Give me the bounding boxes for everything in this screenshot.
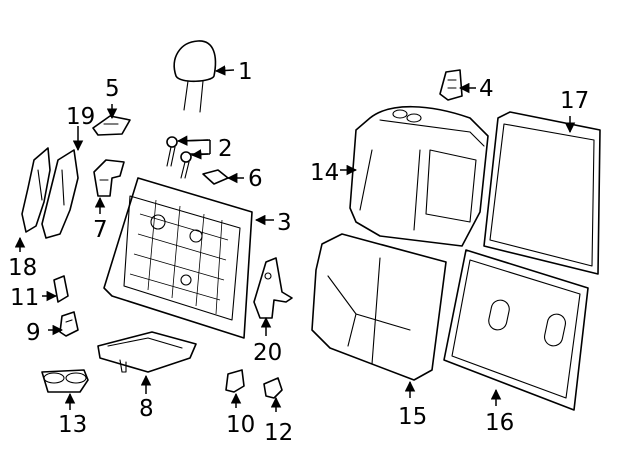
leader-1: [214, 65, 235, 76]
seat-cushion-part: [311, 233, 447, 381]
callout-13: 13: [58, 412, 87, 438]
callout-18: 18: [8, 255, 37, 281]
callout-11: 11: [10, 285, 39, 311]
callout-1: 1: [238, 59, 253, 85]
cupholder-part: [41, 369, 89, 393]
small-bracket-part: [53, 275, 69, 303]
bolt-part: [166, 136, 192, 179]
callout-12: 12: [264, 420, 293, 446]
callout-4: 4: [479, 76, 494, 102]
callout-17: 17: [560, 88, 589, 114]
side-trim-panel-part: [21, 147, 79, 239]
leader-2a: [176, 135, 209, 146]
callout-6: 6: [248, 166, 263, 192]
callout-9: 9: [26, 320, 41, 346]
clip-small-part: [225, 369, 245, 393]
callout-16: 16: [485, 410, 514, 436]
callout-10: 10: [226, 412, 255, 438]
callout-15: 15: [398, 404, 427, 430]
leader-lines: [14, 65, 576, 412]
seatback-frame-part: [103, 177, 253, 339]
callout-19: 19: [66, 104, 95, 130]
callout-7: 7: [93, 217, 108, 243]
hinge-bracket-part: [253, 257, 293, 319]
release-button-part: [439, 69, 463, 101]
callout-3: 3: [277, 210, 292, 236]
callout-5: 5: [105, 76, 120, 102]
callout-8: 8: [139, 396, 154, 422]
back-panel-part: [443, 249, 589, 411]
armrest-part: [97, 331, 197, 373]
bracket-part: [93, 159, 125, 197]
clip-bracket-part: [59, 311, 79, 337]
headrest-part: [173, 40, 217, 113]
leader-2b: [190, 149, 209, 160]
callout-labels: 1 2 3 4 5 6 7 8 9 10 11 12 13 14 15 16 1…: [8, 59, 589, 446]
callout-20: 20: [253, 340, 282, 366]
seatback-cushion-part: [349, 105, 489, 247]
callout-2: 2: [218, 136, 233, 162]
seatback-panel-part: [483, 111, 601, 275]
callout-14: 14: [310, 160, 339, 186]
clip-part: [202, 169, 229, 185]
latch-cover-part: [92, 115, 131, 136]
clip-bent-part: [263, 377, 283, 399]
